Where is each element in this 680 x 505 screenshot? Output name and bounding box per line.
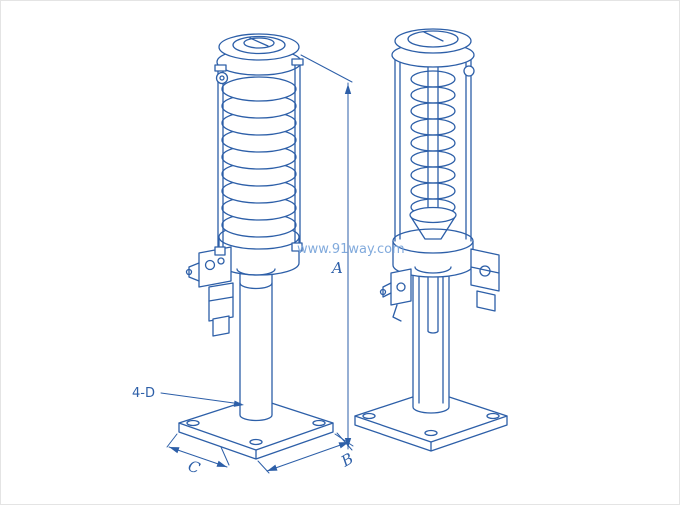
lifting-eyelet xyxy=(463,65,475,77)
dimension-c: C xyxy=(166,433,230,478)
dimension-a: A xyxy=(300,54,353,451)
left-valve-bracket xyxy=(185,246,234,337)
spring-seat xyxy=(409,206,457,224)
left-coil-spring xyxy=(221,76,297,238)
holes-callout: 4-D xyxy=(132,386,244,407)
left-guide-rods xyxy=(214,58,304,256)
bolt-hole xyxy=(249,438,263,446)
lifting-eyelet xyxy=(215,71,229,85)
watermark-text: www.91way.com xyxy=(297,242,405,257)
bolt-hole xyxy=(312,419,326,427)
dim-c-label: C xyxy=(186,457,203,478)
left-lower-cylinder xyxy=(239,268,273,422)
right-outer-tube xyxy=(394,52,472,242)
right-lower-cylinder xyxy=(412,266,450,414)
bolt-hole xyxy=(186,419,200,427)
holes-label: 4-D xyxy=(132,386,155,401)
bolt-hole xyxy=(486,412,500,420)
dim-a-label: A xyxy=(330,259,343,277)
right-top-cap xyxy=(391,28,475,77)
right-collar xyxy=(392,228,474,278)
right-internal-spring xyxy=(409,60,457,240)
bolt-hole xyxy=(362,412,376,420)
left-top-cap xyxy=(216,33,302,76)
dim-b-label: B xyxy=(337,449,356,471)
bolt-hole xyxy=(424,429,438,437)
right-base-plate xyxy=(354,390,508,452)
right-buffer-drawing xyxy=(354,28,508,452)
right-pump-lever xyxy=(379,268,412,322)
right-side-bracket xyxy=(470,248,500,312)
left-buffer-drawing xyxy=(178,33,334,460)
